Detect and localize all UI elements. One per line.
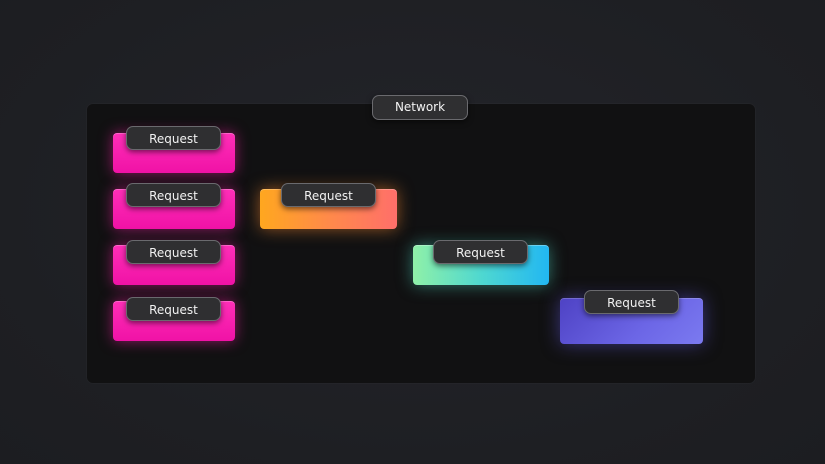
request-label-7: Request xyxy=(584,290,679,314)
request-label-2: Request xyxy=(126,183,221,207)
request-label-4: Request xyxy=(126,297,221,321)
request-label-6: Request xyxy=(433,240,528,264)
request-label-1: Request xyxy=(126,126,221,150)
network-label: Network xyxy=(372,95,468,120)
request-label-3: Request xyxy=(126,240,221,264)
request-label-5: Request xyxy=(281,183,376,207)
